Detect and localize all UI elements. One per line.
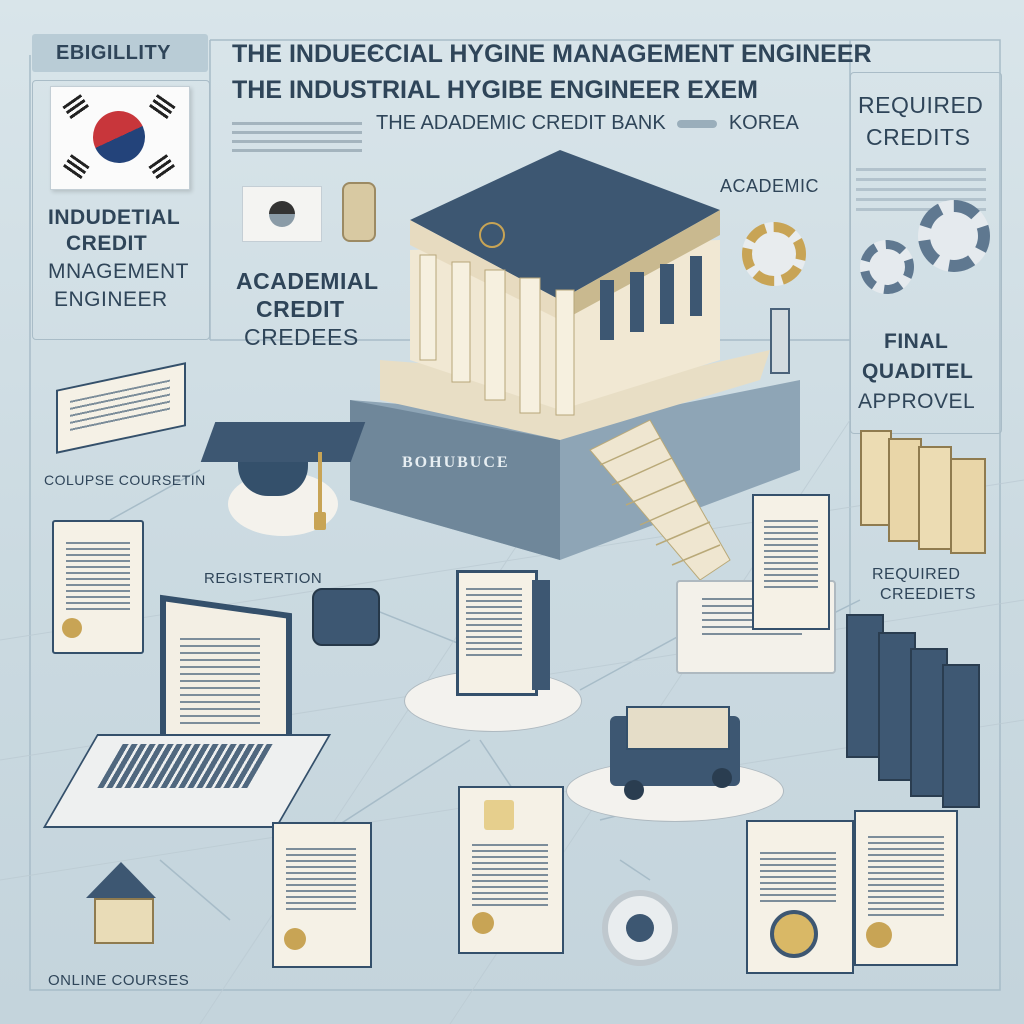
- academial-label-2: CREDIT: [256, 296, 345, 322]
- certificate-icon: [272, 822, 372, 968]
- right-panel-frame: [850, 72, 1002, 434]
- page-title-line1: THE INDUEЄCIAL HYGINE MANAGEMENT ENGINEE…: [232, 40, 872, 68]
- laptop-icon: [42, 594, 332, 844]
- engineer-label-4: ENGINEER: [54, 288, 168, 311]
- page-title-line3: THE ADADEMIC CREDIT BANK KOREA: [376, 112, 799, 135]
- column: [519, 277, 541, 414]
- pillar-icon: [770, 308, 790, 374]
- engineer-label-2: CREDIT: [66, 232, 148, 255]
- page-title-line2: THE INDUSTRIAL HYGIBE ENGINEER EXEM: [232, 76, 758, 104]
- engineer-label-1: INDUDETIAL: [48, 206, 181, 229]
- graduation-cap-icon: [198, 412, 368, 542]
- certificate-icon: [458, 786, 564, 954]
- gear-icon: [742, 222, 806, 286]
- lock-icon: [342, 182, 376, 242]
- gear-icon: [918, 200, 990, 272]
- eligibility-tab: EBIGILLITY: [32, 34, 208, 72]
- eligibility-label: EBIGILLITY: [56, 42, 171, 64]
- clipboard-icon: [752, 494, 830, 630]
- building-emblem-icon: [479, 222, 505, 248]
- required-credits-2: CREDITS: [866, 124, 971, 150]
- truck-icon: [566, 700, 784, 830]
- final-approval-3: APPROVEL: [858, 390, 976, 413]
- korea-label: KOREA: [728, 112, 799, 134]
- title-scribble: [232, 122, 362, 156]
- column: [555, 289, 575, 416]
- online-course-icon: [78, 862, 164, 944]
- academic-label: ACADEMIC: [720, 176, 820, 196]
- certificate-icon: [746, 820, 854, 974]
- staircase: [589, 419, 731, 581]
- left-panel-frame: [32, 80, 210, 340]
- certificate-icon: [854, 810, 958, 966]
- seal-icon: [602, 890, 678, 966]
- required-credits-1: REQUIRED: [858, 92, 984, 118]
- required-credits-bottom-1: REQUIRED: [872, 566, 961, 583]
- column: [484, 269, 506, 401]
- engineer-label-3: MNAGEMENT: [48, 260, 189, 283]
- final-approval-2: QUADITEL: [862, 360, 974, 383]
- building-roof: [410, 150, 720, 300]
- clipboard-icon: [52, 520, 144, 654]
- small-flag-icon: [242, 186, 322, 242]
- binder-stack-navy: [846, 614, 996, 814]
- binder-stack-gold: [860, 430, 990, 554]
- column: [451, 261, 471, 383]
- korea-flag: [50, 86, 190, 190]
- required-credits-bottom-2: CREEDIETS: [880, 586, 977, 603]
- title-smudge: [677, 119, 718, 128]
- final-approval-1: FINAL: [884, 330, 949, 353]
- card-reader-icon: [312, 588, 380, 646]
- academial-label-3: CREDEES: [244, 324, 359, 350]
- registration-label: REGISTERTION: [204, 570, 323, 587]
- credit-bank-label: THE ADADEMIC CREDIT BANK: [376, 112, 666, 134]
- handbook-icon: [404, 560, 582, 740]
- online-courses-label: ONLINE COURSES: [48, 972, 190, 989]
- gear-icon: [860, 240, 914, 294]
- academial-label-1: ACADEMIAL: [236, 268, 379, 294]
- column: [419, 254, 437, 361]
- course-label: COLUPSE COURSETIN: [44, 472, 206, 488]
- building-sign: BOHUBUCE: [402, 454, 510, 471]
